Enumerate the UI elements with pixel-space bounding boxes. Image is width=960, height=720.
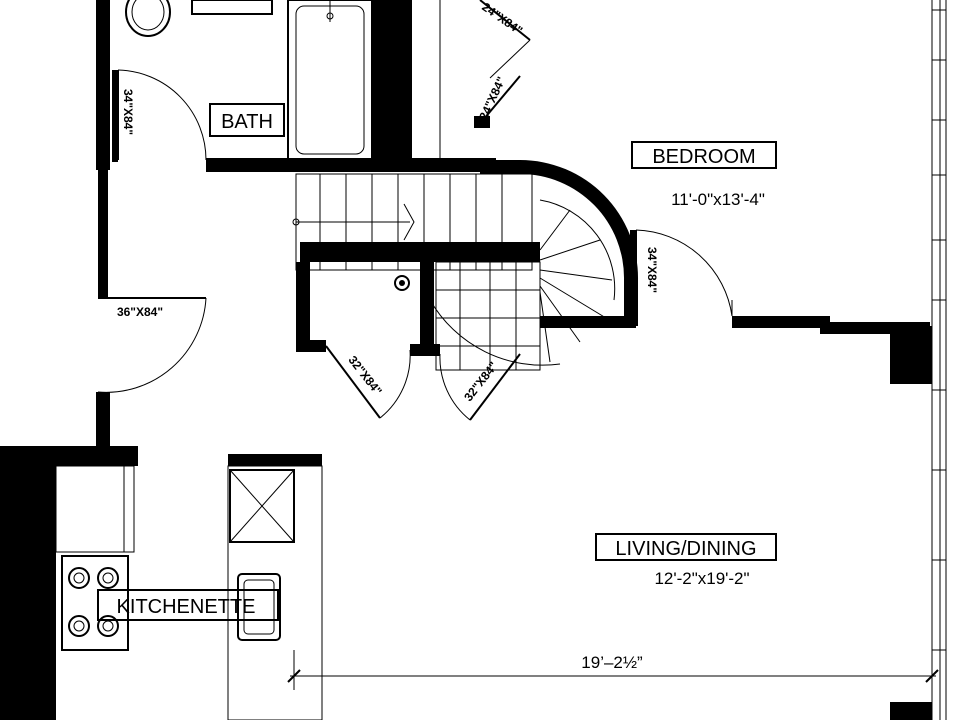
closet-door-right[interactable] xyxy=(439,353,521,421)
closet-doors-top[interactable] xyxy=(474,0,531,128)
toilet xyxy=(125,0,171,37)
kitchen-sink xyxy=(237,573,281,641)
bedroom-wall xyxy=(731,300,930,334)
closet-top-a-size: 24"X84" xyxy=(479,0,525,38)
bath-label: BATH xyxy=(221,111,273,133)
window-wall-right xyxy=(890,0,947,720)
bath-door[interactable] xyxy=(112,69,207,162)
sink xyxy=(191,0,273,15)
overall-dimension: 19’–2½” xyxy=(581,653,643,672)
closet-door-left[interactable] xyxy=(325,345,411,419)
dimension-line xyxy=(287,650,939,690)
closet-top-b-size: 24"X84" xyxy=(476,74,508,122)
kitchen-label-box xyxy=(97,589,279,621)
bedroom-size: 11'-0"x13'-4" xyxy=(671,190,765,209)
stair xyxy=(292,160,639,371)
bath-walls xyxy=(96,0,496,454)
refrigerator xyxy=(229,469,295,543)
bedroom-door-size: 34"X84" xyxy=(645,247,659,293)
entry-door-size: 36"X84" xyxy=(117,305,163,319)
living-label: LIVING/DINING xyxy=(615,538,756,560)
kitchen-walls xyxy=(0,446,323,720)
entry-door[interactable] xyxy=(97,297,207,393)
bath-door-size: 34"X84" xyxy=(121,89,135,135)
living-label-box xyxy=(595,533,777,561)
closet-door-a-size: 32"X84" xyxy=(345,353,384,398)
bedroom-label-box xyxy=(631,141,777,169)
stove xyxy=(61,555,129,651)
kitchen-label: KITCHENETTE xyxy=(117,596,256,618)
bedroom-label: BEDROOM xyxy=(652,146,755,168)
closet-walls xyxy=(296,262,440,356)
living-size: 12'-2"x19'-2" xyxy=(654,569,749,588)
bathtub xyxy=(287,0,373,161)
bath-label-box xyxy=(209,103,285,137)
closet-door-b-size: 32"X84" xyxy=(461,359,500,404)
